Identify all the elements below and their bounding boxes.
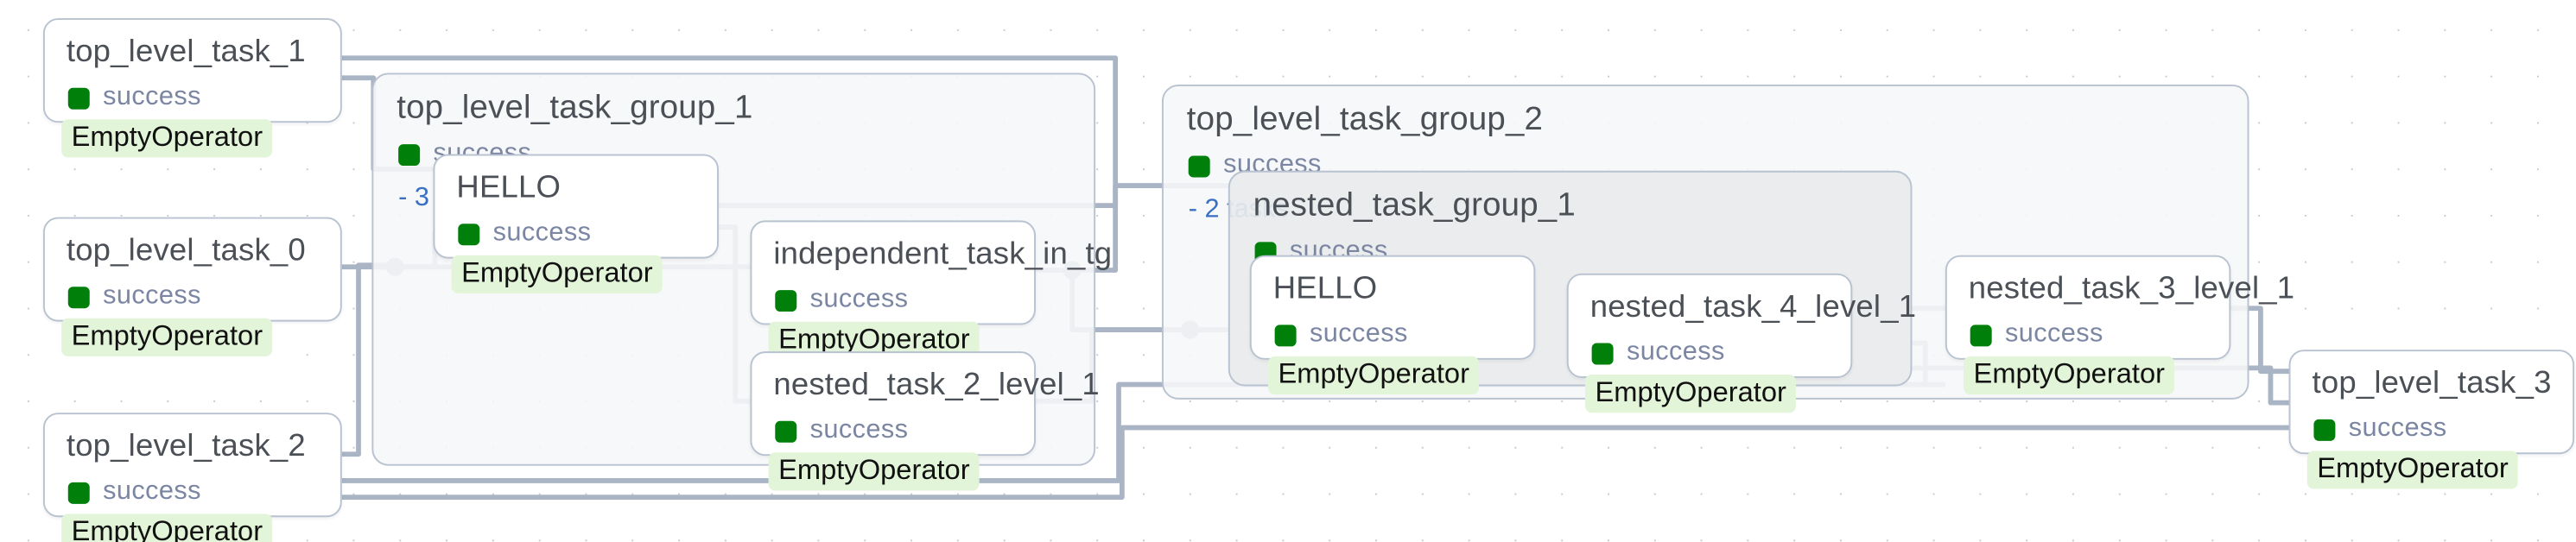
status-dot-icon: [1970, 324, 1992, 346]
task-title: top_level_task_3: [2312, 366, 2552, 401]
task-title: HELLO: [1272, 271, 1378, 307]
task-status-label: success: [103, 83, 201, 111]
operator-badge: EmptyOperator: [1267, 356, 1480, 395]
status-dot-icon: [67, 481, 90, 503]
task-status-label: success: [1309, 319, 1408, 349]
task-title: nested_task_4_level_1: [1589, 290, 1917, 325]
task-title: nested_task_2_level_1: [773, 368, 1100, 403]
operator-badge: EmptyOperator: [2306, 451, 2519, 489]
task-title: HELLO: [456, 170, 562, 206]
operator-badge: EmptyOperator: [451, 255, 663, 293]
task-status-label: success: [809, 285, 909, 313]
status-dot-icon: [1188, 154, 1210, 177]
status-dot-icon: [1274, 324, 1297, 346]
status-dot-icon: [775, 289, 797, 312]
task-title: top_level_task_1: [66, 35, 306, 70]
task-status: success: [1591, 337, 1725, 369]
status-dot-icon: [458, 223, 480, 245]
operator-badge: EmptyOperator: [1584, 375, 1797, 413]
operator-badge: EmptyOperator: [1964, 356, 2175, 395]
task-status: success: [458, 219, 591, 249]
group-title: nested_task_group_1: [1253, 187, 1576, 224]
task-node-top_level_task_2[interactable]: top_level_task_2 success EmptyOperator: [42, 413, 342, 542]
task-node-nested_task_2_level_1[interactable]: nested_task_2_level_1 success EmptyOpera…: [750, 351, 1100, 491]
task-title: top_level_task_2: [66, 429, 306, 464]
operator-badge: EmptyOperator: [61, 318, 273, 356]
task-status: success: [1274, 319, 1408, 350]
task-title: nested_task_3_level_1: [1968, 271, 2295, 307]
task-node-top_level_task_1[interactable]: top_level_task_1 success EmptyOperator: [42, 18, 342, 158]
task-title: independent_task_in_tg: [773, 236, 1113, 272]
task-status: success: [67, 477, 201, 507]
operator-badge: EmptyOperator: [768, 452, 980, 491]
operator-badge: EmptyOperator: [61, 514, 273, 542]
task-title: top_level_task_0: [66, 233, 306, 269]
task-status-label: success: [809, 416, 909, 444]
task-node-independent_task_in_tg[interactable]: independent_task_in_tg success EmptyOper…: [750, 220, 1112, 360]
task-status: success: [775, 285, 908, 315]
task-status-label: success: [103, 477, 201, 506]
group-title: top_level_task_group_1: [397, 89, 753, 126]
status-dot-icon: [67, 286, 90, 308]
operator-badge: EmptyOperator: [768, 321, 980, 360]
task-node-top_level_task_0[interactable]: top_level_task_0 success EmptyOperator: [42, 217, 342, 356]
task-node-nested_task_3_level_1[interactable]: nested_task_3_level_1 success EmptyOpera…: [1945, 255, 2294, 395]
task-status: success: [1970, 320, 2103, 350]
task-status-label: success: [1626, 337, 1725, 367]
task-status: success: [2313, 414, 2446, 444]
status-dot-icon: [775, 419, 797, 442]
task-status: success: [67, 83, 201, 113]
task-node-tg2-hello[interactable]: HELLO success EmptyOperator: [1249, 255, 1536, 395]
operator-badge: EmptyOperator: [61, 119, 273, 158]
status-dot-icon: [1591, 342, 1614, 364]
task-status-label: success: [103, 281, 201, 311]
task-status-label: success: [2348, 414, 2447, 443]
status-dot-icon: [2313, 418, 2336, 440]
task-node-tg1-hello[interactable]: HELLO success EmptyOperator: [433, 154, 719, 293]
task-status: success: [775, 416, 908, 446]
status-dot-icon: [67, 86, 90, 109]
task-status-label: success: [492, 218, 592, 248]
status-dot-icon: [398, 143, 421, 166]
group-title: top_level_task_group_2: [1186, 101, 1544, 138]
task-status-label: success: [2005, 319, 2103, 349]
task-node-nested_task_4_level_1[interactable]: nested_task_4_level_1 success EmptyOpera…: [1566, 273, 1916, 413]
task-status: success: [67, 281, 201, 312]
task-node-top_level_task_3[interactable]: top_level_task_3 success EmptyOperator: [2288, 350, 2575, 489]
